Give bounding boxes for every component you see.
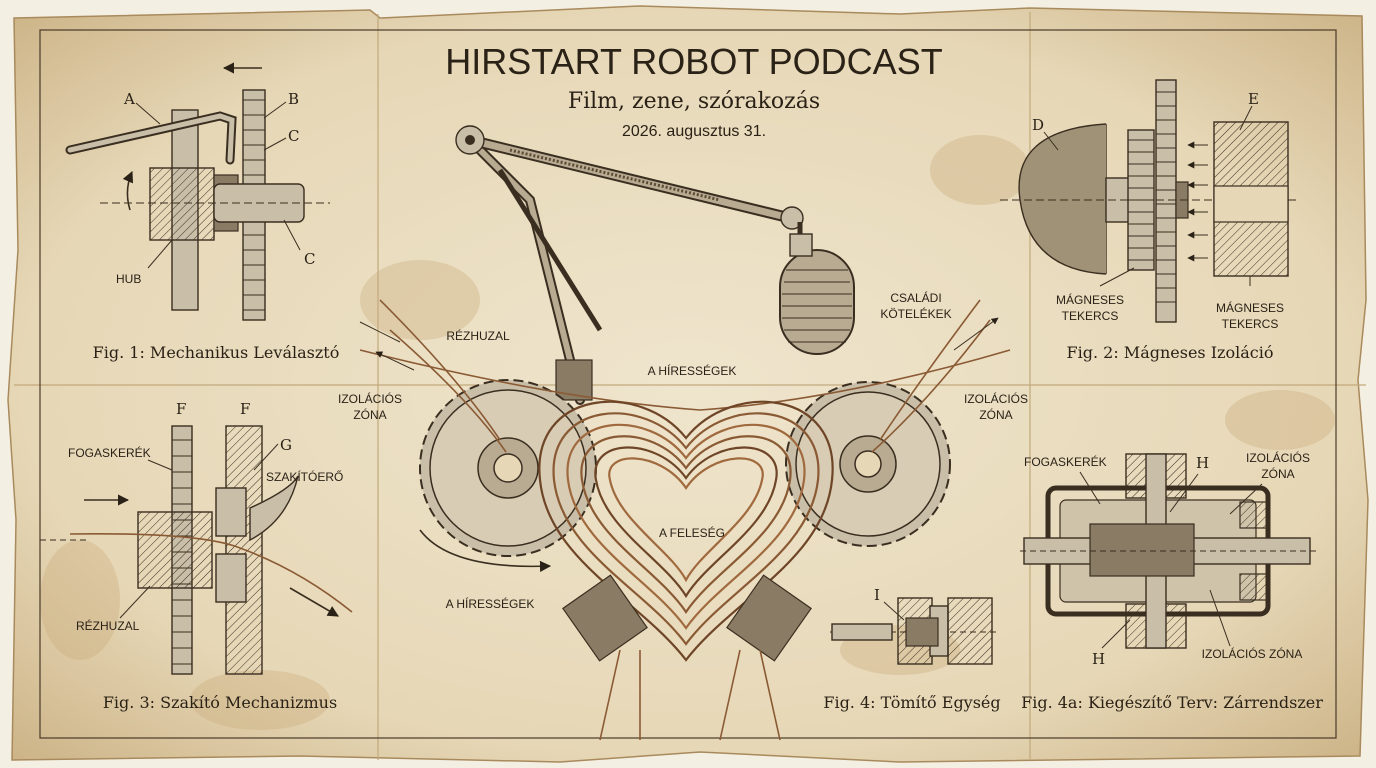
- fig1-hub: [149, 167, 215, 241]
- fig4-label-i: I: [874, 586, 880, 604]
- fig1-label-c1: C: [288, 127, 299, 145]
- arrow-icon: [419, 529, 552, 572]
- arrow-icon: [122, 170, 134, 211]
- fig4a-zone-bottom: IZOLÁCIÓS ZÓNA: [1202, 646, 1303, 661]
- fig4a-label-gear: FOGASKERÉK: [1024, 454, 1107, 469]
- fig2-coil-label-2: TEKERCS: [1062, 309, 1119, 323]
- fig2-magnet-label-2: TEKERCS: [1222, 317, 1279, 331]
- fig3-label-gear: FOGASKERÉK: [68, 445, 151, 460]
- center-zone-right-1: IZOLÁCIÓS: [964, 391, 1028, 406]
- fig2-gear: [1155, 79, 1177, 323]
- center-zone-left-1: IZOLÁCIÓS: [338, 391, 402, 406]
- fig4a-label-h1: H: [1196, 454, 1209, 472]
- microphone-icon: [779, 233, 855, 355]
- stains: [40, 135, 1335, 730]
- fig3-caption: Fig. 3: Szakító Mechanizmus: [103, 693, 337, 712]
- center-label-celebs-bottom: A HÍRESSÉGEK: [446, 596, 535, 611]
- fig1-mechanikus-levalaszto: A B C C HUB Fig. 1: Mechanikus Leválaszt…: [65, 62, 340, 362]
- fig4a-zarrendszer: FOGASKERÉK H IZOLÁCIÓS ZÓNA H IZOLÁCIÓS …: [1020, 450, 1323, 712]
- fig2-label-d: D: [1032, 116, 1044, 134]
- fig2-magneses-izolacio: D E MÁGNESES TEKERCS MÁGNESES TEKERCS Fi…: [1000, 79, 1300, 362]
- microphone-arm: [455, 125, 804, 405]
- center-zone-left-2: ZÓNA: [353, 407, 386, 422]
- fig3-label-f1: F: [176, 400, 186, 418]
- fig1-caption: Fig. 1: Mechanikus Leválasztó: [93, 343, 340, 362]
- frame: [39, 29, 1337, 739]
- fig4a-caption: Fig. 4a: Kiegészítő Terv: Zárrendszer: [1021, 693, 1323, 712]
- fig3-label-force: SZAKÍTÓERŐ: [266, 469, 343, 484]
- page-title: HIRSTART ROBOT PODCAST: [445, 41, 942, 82]
- fig4a-label-h2: H: [1092, 650, 1105, 668]
- page-subtitle: Film, zene, szórakozás: [568, 89, 820, 114]
- arrow-icon: [289, 587, 339, 617]
- fig3-label-f2: F: [240, 400, 250, 418]
- fig4-tomito-egyseg: I Fig. 4: Tömítő Egység: [823, 586, 1000, 712]
- fig3-label-wire: RÉZHUZAL: [76, 618, 140, 633]
- fig2-label-e: E: [1248, 90, 1259, 108]
- fig4a-zone-1: IZOLÁCIÓS: [1246, 450, 1310, 465]
- fig1-label-b: B: [288, 90, 299, 108]
- fig1-label-c2: C: [304, 250, 315, 268]
- center-zone-right-2: ZÓNA: [979, 407, 1012, 422]
- center-label-family-2: KÖTELÉKEK: [880, 306, 951, 321]
- fig3-blade: [249, 475, 299, 542]
- fig4-caption: Fig. 4: Tömítő Egység: [823, 693, 1000, 712]
- fig2-magnet-label-1: MÁGNESES: [1216, 300, 1284, 315]
- center-label-wife: A FELESÉG: [659, 525, 725, 540]
- fig3-szakito-mechanizmus: F F G FOGASKERÉK SZAKÍTÓERŐ RÉZHUZAL Fig…: [40, 400, 353, 712]
- center-label-family-1: CSALÁDI: [890, 290, 941, 305]
- fig2-caption: Fig. 2: Mágneses Izoláció: [1067, 343, 1274, 362]
- left-gear-icon: [419, 379, 597, 557]
- fig2-coil-label-1: MÁGNESES: [1056, 292, 1124, 307]
- fig4a-zone-2: ZÓNA: [1261, 466, 1294, 481]
- copper-wires: [359, 299, 1011, 453]
- fig3-label-g: G: [280, 436, 292, 454]
- center-label-wire: RÉZHUZAL: [446, 328, 510, 343]
- center-heart-mechanism: RÉZHUZAL CSALÁDI KÖTELÉKEK A HÍRESSÉGEK …: [338, 125, 1028, 741]
- field-arrows: [1187, 141, 1208, 262]
- fig1-label-a: A: [123, 90, 135, 108]
- page-date: 2026. augusztus 31.: [622, 123, 766, 140]
- fig1-label-hub: HUB: [116, 272, 141, 286]
- right-gear-icon: [785, 381, 951, 547]
- center-label-celebs-top: A HÍRESSÉGEK: [648, 363, 737, 378]
- heart-coil-icon: [538, 400, 834, 662]
